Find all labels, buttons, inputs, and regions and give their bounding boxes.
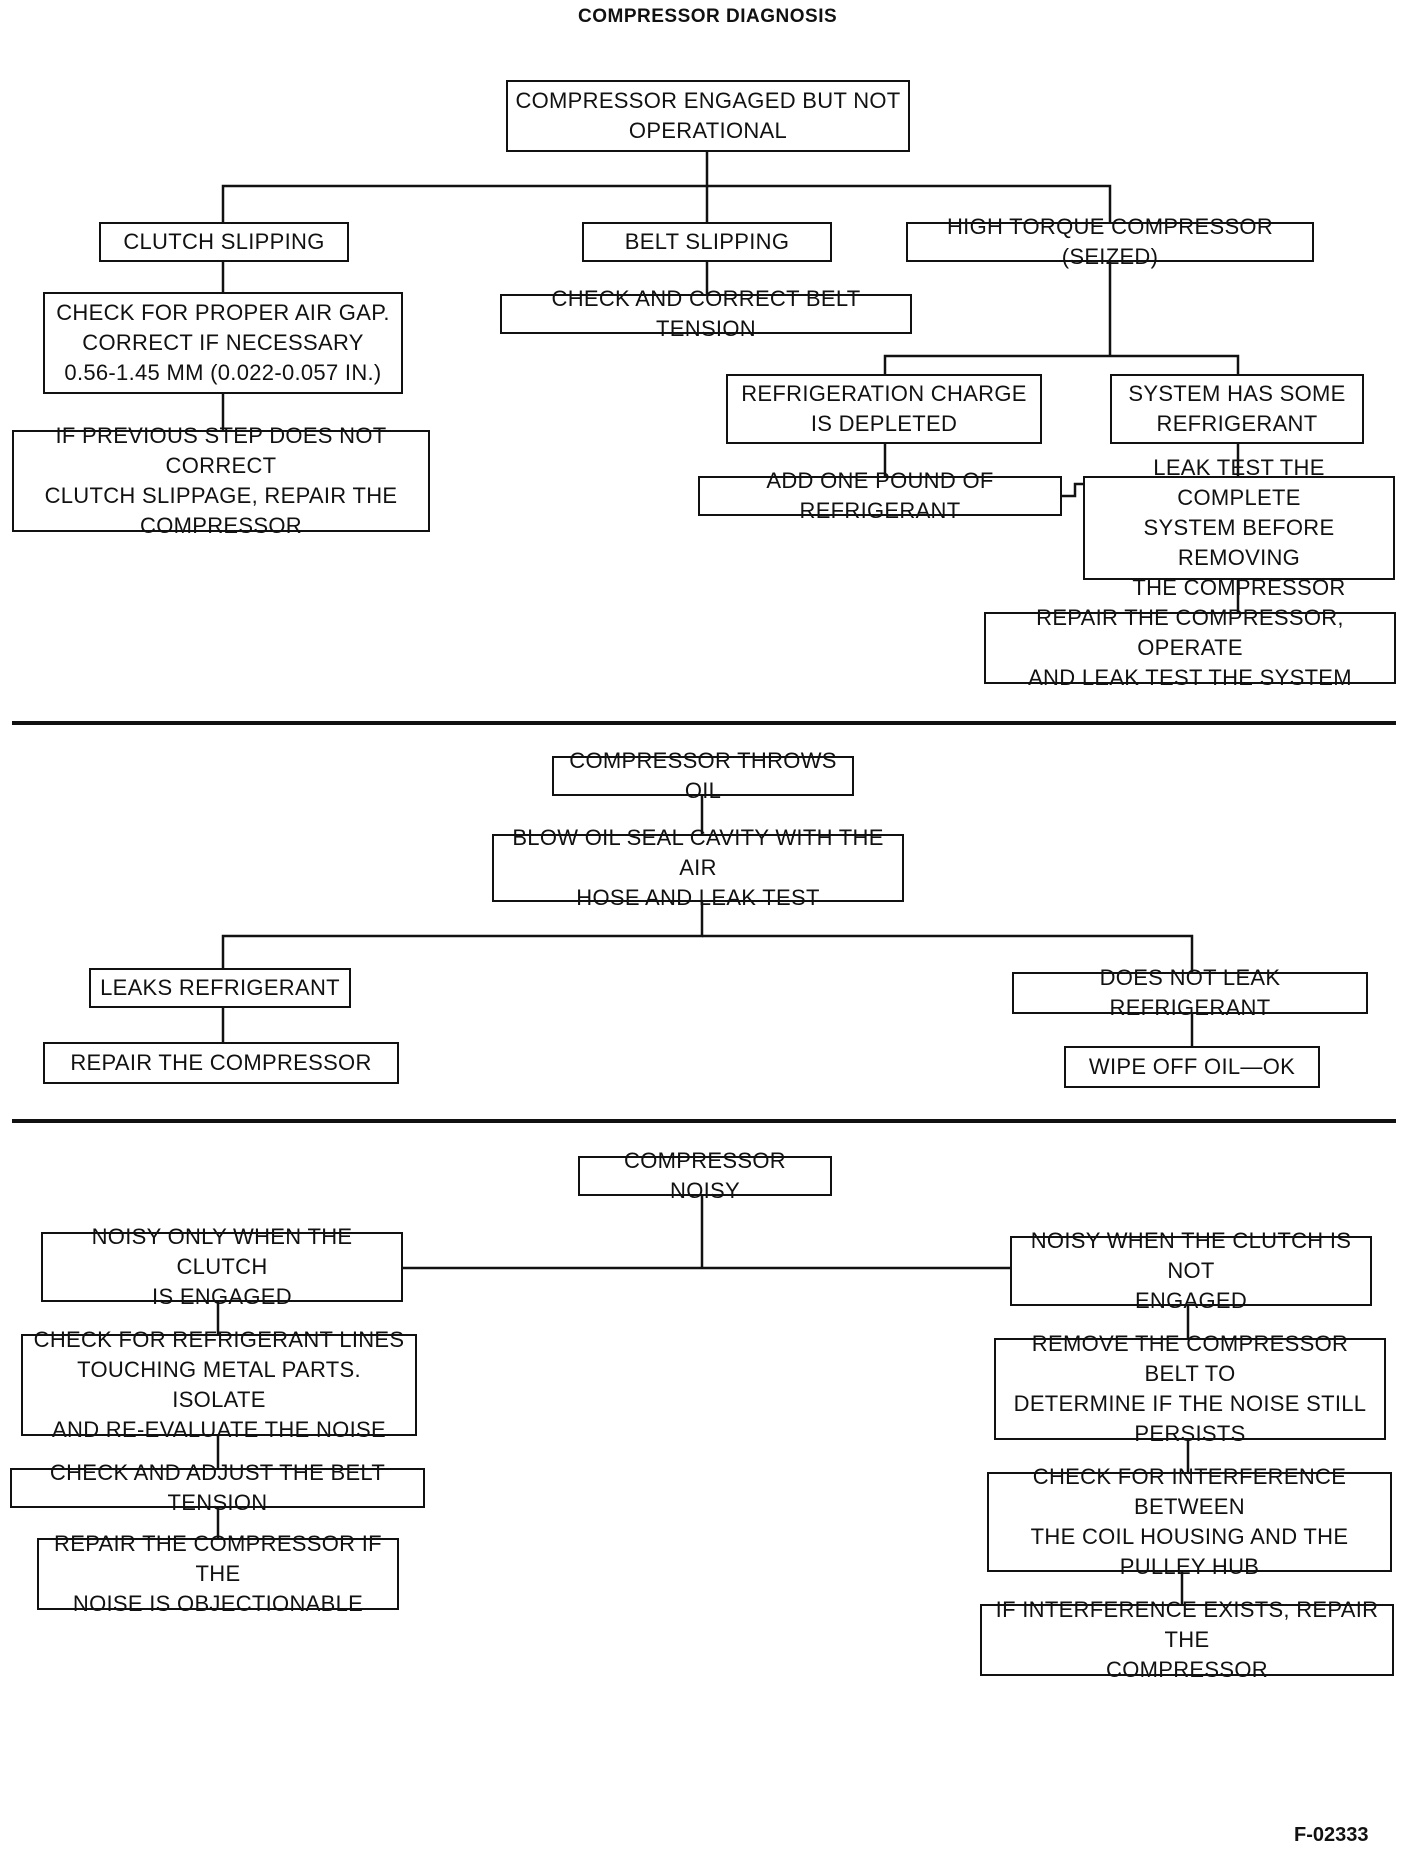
node-noisy-clutch-not-engaged: NOISY WHEN THE CLUTCH IS NOT ENGAGED xyxy=(1010,1228,1372,1313)
node-has-some-refrigerant: SYSTEM HAS SOME REFRIGERANT xyxy=(1110,374,1364,444)
diagram-title: COMPRESSOR DIAGNOSIS xyxy=(578,6,838,27)
node-repair-compressor: REPAIR THE COMPRESSOR xyxy=(43,1042,399,1084)
node-remove-compressor-belt: REMOVE THE COMPRESSOR BELT TO DETERMINE … xyxy=(994,1331,1386,1446)
node-correct-belt-tension: CHECK AND CORRECT BELT TENSION xyxy=(500,286,912,341)
node-if-interference-exists: IF INTERFERENCE EXISTS, REPAIR THE COMPR… xyxy=(980,1597,1394,1682)
connector-torque-depleted xyxy=(883,354,1240,374)
node-repair-if-objectionable: REPAIR THE COMPRESSOR IF THE NOISE IS OB… xyxy=(37,1531,399,1616)
node-charge-depleted: REFRIGERATION CHARGE IS DEPLETED xyxy=(726,374,1042,444)
node-check-interference: CHECK FOR INTERFERENCE BETWEEN THE COIL … xyxy=(987,1464,1392,1579)
node-compressor-noisy: COMPRESSOR NOISY xyxy=(578,1148,832,1203)
node-repair-operate-leak-test: REPAIR THE COMPRESSOR, OPERATE AND LEAK … xyxy=(984,605,1396,690)
figure-number: F-02333 xyxy=(1294,1824,1369,1846)
node-check-air-gap: CHECK FOR PROPER AIR GAP. CORRECT IF NEC… xyxy=(43,292,403,394)
node-compressor-engaged: COMPRESSOR ENGAGED BUT NOT OPERATIONAL xyxy=(506,80,910,152)
node-add-one-pound: ADD ONE POUND OF REFRIGERANT xyxy=(698,468,1062,523)
node-clutch-slipping: CLUTCH SLIPPING xyxy=(99,222,349,262)
connector-blow-split xyxy=(221,902,704,968)
node-compressor-throws-oil: COMPRESSOR THROWS OIL xyxy=(552,748,854,803)
node-does-not-leak: DOES NOT LEAK REFRIGERANT xyxy=(1012,965,1368,1020)
node-belt-slipping: BELT SLIPPING xyxy=(582,222,832,262)
connector-root-split xyxy=(221,152,709,222)
node-blow-oil-seal: BLOW OIL SEAL CAVITY WITH THE AIR HOSE A… xyxy=(492,825,904,910)
node-previous-step: IF PREVIOUS STEP DOES NOT CORRECT CLUTCH… xyxy=(12,423,430,538)
node-wipe-off-oil: WIPE OFF OIL—OK xyxy=(1064,1046,1320,1088)
connector-addpound-leaktest xyxy=(1062,482,1083,498)
connector-blow-noleak xyxy=(702,934,1194,972)
node-leak-test-system: LEAK TEST THE COMPLETE SYSTEM BEFORE REM… xyxy=(1083,455,1395,600)
node-leaks-refrigerant: LEAKS REFRIGERANT xyxy=(89,968,351,1008)
node-adjust-belt-tension: CHECK AND ADJUST THE BELT TENSION xyxy=(10,1460,425,1515)
connector-root-torque xyxy=(707,184,1112,222)
node-high-torque: HIGH TORQUE COMPRESSOR (SEIZED) xyxy=(906,214,1314,269)
node-noisy-clutch-engaged: NOISY ONLY WHEN THE CLUTCH IS ENGAGED xyxy=(41,1224,403,1309)
node-check-refrigerant-lines: CHECK FOR REFRIGERANT LINES TOUCHING MET… xyxy=(21,1327,417,1442)
